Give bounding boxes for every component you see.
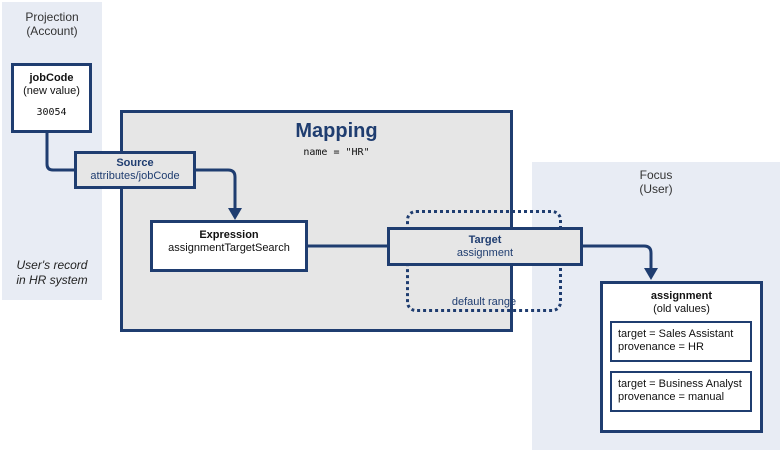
source-box[interactable]: Source attributes/jobCode <box>74 151 196 189</box>
projection-title-line2: (Account) <box>26 24 78 38</box>
source-title: Source <box>116 157 154 169</box>
mapping-name: name = "HR" <box>303 147 370 158</box>
source-path: attributes/jobCode <box>90 170 180 182</box>
focus-title-line2: (User) <box>639 182 673 196</box>
target-title: Target <box>468 234 502 246</box>
assignment-value-1-provenance: provenance = HR <box>618 341 704 353</box>
jobcode-value: 30054 <box>36 107 67 118</box>
assignment-subtitle: (old values) <box>653 303 710 315</box>
focus-title: Focus (User) <box>532 168 780 196</box>
expression-value: assignmentTargetSearch <box>168 242 290 254</box>
assignment-value-2-target: target = Business Analyst <box>618 378 742 390</box>
assignment-value-1[interactable]: target = Sales Assistant provenance = HR <box>610 321 752 362</box>
source-to-expression-line <box>194 168 237 208</box>
jobcode-title: jobCode <box>29 72 74 84</box>
target-to-assignment-line <box>581 244 653 268</box>
target-box[interactable]: Target assignment <box>387 227 583 266</box>
expression-box[interactable]: Expression assignmentTargetSearch <box>150 220 308 272</box>
target-to-assignment-arrowhead <box>644 268 658 280</box>
jobcode-subtitle: (new value) <box>23 85 80 97</box>
jobcode-box[interactable]: jobCode (new value) 30054 <box>11 63 92 133</box>
note-line1: User's record <box>16 258 88 272</box>
jobcode-to-source-line <box>45 133 76 172</box>
expression-title: Expression <box>199 229 259 241</box>
projection-title: Projection (Account) <box>2 10 102 38</box>
note-line2: in HR system <box>16 273 88 287</box>
assignment-value-2-provenance: provenance = manual <box>618 391 725 403</box>
projection-title-line1: Projection <box>25 10 79 24</box>
assignment-value-1-target: target = Sales Assistant <box>618 328 734 340</box>
target-value: assignment <box>456 247 514 259</box>
focus-title-line1: Focus <box>639 168 673 182</box>
hr-record-note: User's record in HR system <box>2 258 102 288</box>
mapping-title: Mapping <box>295 120 378 142</box>
default-range-label: default range <box>451 296 517 308</box>
assignment-title: assignment <box>650 290 713 302</box>
source-to-expression-arrowhead <box>228 208 242 220</box>
assignment-value-2[interactable]: target = Business Analyst provenance = m… <box>610 371 752 412</box>
